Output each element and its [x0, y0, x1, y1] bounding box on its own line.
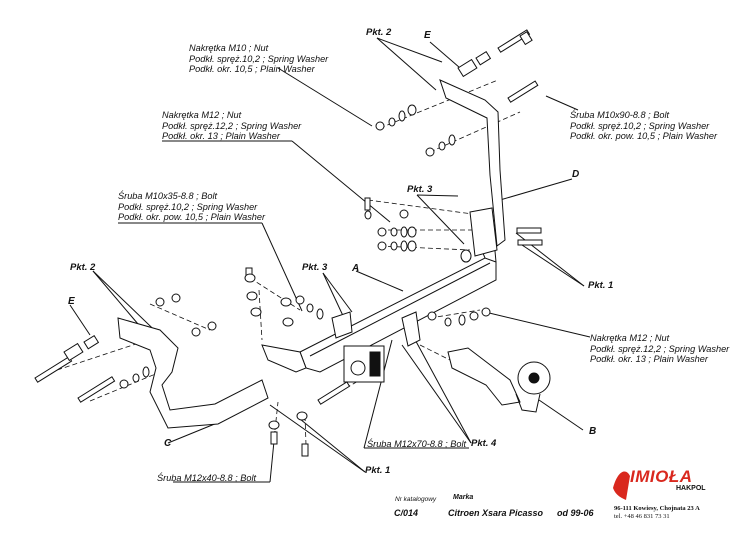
point-2-top: Pkt. 2: [366, 27, 392, 38]
label-line: Nakrętka M12 ; Nut: [590, 333, 670, 343]
part-letter-a: A: [352, 263, 360, 274]
part-letter-b: B: [589, 426, 597, 437]
label-nut-m12-right: Nakrętka M12 ; Nut Podkł. spręż.12,2 ; S…: [590, 333, 729, 365]
label-nut-m10: Nakrętka M10 ; Nut Podkł. spręż.10,2 ; S…: [189, 43, 328, 75]
leader-nut-m10: [277, 67, 373, 127]
company-address: 96-111 Kowiesy, Chojnata 23 A: [614, 505, 700, 512]
label-bolt-m12x70: Śruba M12x70-8.8 ; Bolt: [367, 439, 467, 449]
vehicle-model: Citroen Xsara Picasso: [448, 508, 544, 518]
label-bolt-m10x35: Śruba M10x35-8.8 ; Bolt Podkł. spręż.10,…: [118, 191, 265, 223]
label-line: Podkł. okr. 13 ; Plain Washer: [590, 354, 708, 364]
catalog-number: C/014: [394, 508, 419, 518]
label-line: Nakrętka M12 ; Nut: [162, 110, 242, 120]
logo-swoosh-icon: [613, 471, 630, 500]
label-line: Podkł. spręż.10,2 ; Spring Washer: [118, 201, 258, 212]
part-letter-d: D: [572, 169, 580, 180]
leader-bolt-m10x35: [261, 222, 303, 312]
label-bolt-m12x40: Śruba M12x40-8.8 ; Bolt: [157, 473, 257, 483]
label-line: Śruba M10x90-8.8 ; Bolt: [570, 110, 670, 120]
point-1-bottom: Pkt. 1: [365, 465, 391, 476]
point-2-left: Pkt. 2: [70, 262, 96, 273]
point-3-left: Pkt. 3: [302, 262, 328, 273]
label-line: Śruba M10x35-8.8 ; Bolt: [118, 191, 218, 201]
point-3-top: Pkt. 3: [407, 184, 433, 195]
label-line: Podkł. spręż.12,2 ; Spring Washer: [162, 120, 302, 131]
label-line: Podkł. spręż.10,2 ; Spring Washer: [570, 120, 710, 131]
company-phone: tel. +48 46 831 73 31: [614, 513, 670, 520]
part-letter-c: C: [164, 438, 172, 449]
vehicle-years: od 99-06: [557, 508, 594, 518]
point-4: Pkt. 4: [471, 438, 497, 449]
part-letter-e-top: E: [424, 30, 431, 41]
leader-bolt-m10x90: [545, 95, 579, 111]
company-logo-sub: HAKPOL: [676, 485, 706, 492]
label-line: Podkł. spręż.10,2 ; Spring Washer: [189, 53, 329, 64]
label-bolt-m10x90: Śruba M10x90-8.8 ; Bolt Podkł. spręż.10,…: [570, 110, 717, 142]
label-line: Podkł. okr. pow. 10,5 ; Plain Washer: [118, 212, 266, 222]
label-line: Podkł. okr. 13 ; Plain Washer: [162, 131, 280, 141]
label-line: Podkł. spręż.12,2 ; Spring Washer: [590, 343, 730, 354]
label-line: Podkł. okr. pow. 10,5 ; Plain Washer: [570, 131, 718, 141]
catalog-label: Nr katalogowy: [395, 496, 437, 503]
part-letter-e-left: E: [68, 296, 75, 307]
label-line: Podkł. okr. 10,5 ; Plain Washer: [189, 64, 315, 74]
company-logo: IMIOŁA: [630, 467, 693, 486]
leader-nut-m12-right: [484, 311, 591, 338]
label-line: Nakrętka M10 ; Nut: [189, 43, 269, 53]
point-1-right: Pkt. 1: [588, 280, 614, 291]
brand-label: Marka: [453, 494, 474, 501]
leader-nut-m12: [291, 140, 391, 223]
leader-bolt-m12x70-a: [363, 339, 393, 449]
label-nut-m12-top: Nakrętka M12 ; Nut Podkł. spręż.12,2 ; S…: [162, 110, 301, 142]
